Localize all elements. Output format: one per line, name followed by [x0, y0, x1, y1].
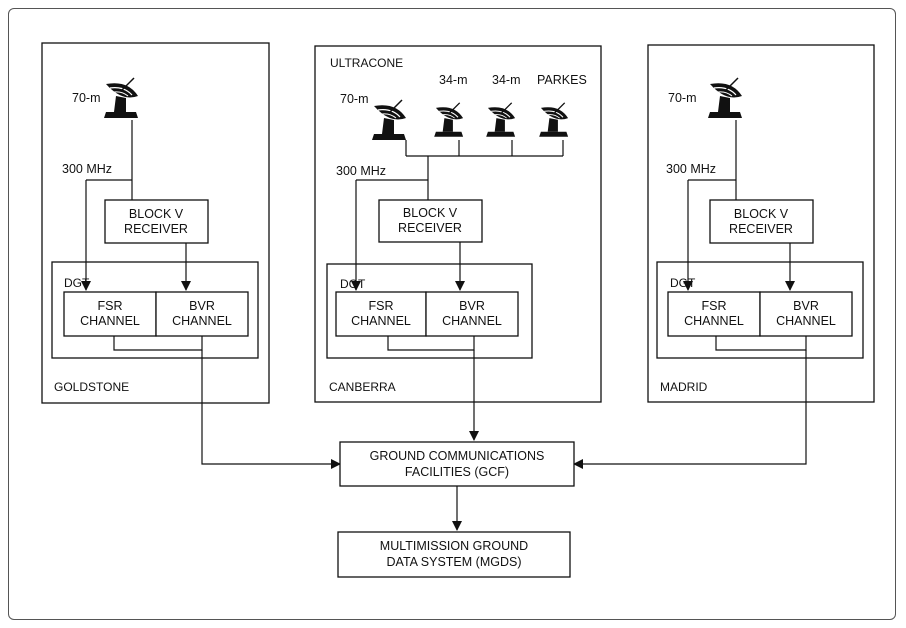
bvr-line1: BVR — [459, 299, 485, 313]
bvr-line2: CHANNEL — [776, 314, 836, 328]
receiver-line1: BLOCK V — [129, 207, 184, 221]
fsr-line1: FSR — [369, 299, 394, 313]
receiver-line1: BLOCK V — [403, 206, 458, 220]
mgds-box — [337, 531, 571, 578]
ultracone-label: ULTRACONE — [330, 56, 403, 70]
bvr-line2: CHANNEL — [172, 314, 232, 328]
dgt-label: DGT — [670, 276, 696, 290]
gcf-line1: GROUND COMMUNICATIONS — [370, 449, 545, 463]
bvr-channel — [759, 291, 853, 337]
receiver-line2: RECEIVER — [124, 222, 188, 236]
site-name: CANBERRA — [329, 380, 396, 394]
block-v-receiver — [104, 199, 209, 244]
receiver-line2: RECEIVER — [398, 221, 462, 235]
bvr-channel — [155, 291, 249, 337]
bvr-line1: BVR — [189, 299, 215, 313]
fsr-line2: CHANNEL — [684, 314, 744, 328]
fsr-channel — [335, 291, 427, 337]
antenna-label: 70-m — [668, 91, 696, 105]
antenna-label-parkes: PARKES — [537, 73, 587, 87]
outer-frame — [8, 8, 896, 620]
site-canberra: ULTRACONE 70-m 34-m 34-m PARKES 300 MHz … — [314, 45, 602, 403]
mgds-line1: MULTIMISSION GROUND — [380, 539, 528, 553]
bvr-channel — [425, 291, 519, 337]
freq-label: 300 MHz — [336, 164, 386, 178]
mgds-line2: DATA SYSTEM (MGDS) — [387, 555, 522, 569]
receiver-line1: BLOCK V — [734, 207, 789, 221]
dgt-box — [51, 261, 259, 359]
antenna-label-34m-b: 34-m — [492, 73, 520, 87]
site-name: GOLDSTONE — [54, 380, 129, 394]
freq-label: 300 MHz — [666, 162, 716, 176]
site-box — [41, 42, 270, 404]
fsr-channel — [63, 291, 157, 337]
site-goldstone: 70-m 300 MHz BLOCK V RECEIVER DGT FSR CH… — [41, 42, 270, 404]
bvr-line2: CHANNEL — [442, 314, 502, 328]
site-name: MADRID — [660, 380, 708, 394]
dgt-label: DGT — [340, 277, 366, 291]
dgt-box — [326, 263, 533, 359]
antenna-label-70m: 70-m — [340, 92, 368, 106]
receiver-line2: RECEIVER — [729, 222, 793, 236]
site-madrid: 70-m 300 MHz BLOCK V RECEIVER DGT FSR CH… — [647, 44, 875, 403]
dish-34m-icon — [485, 102, 516, 138]
freq-label: 300 MHz — [62, 162, 112, 176]
fsr-line2: CHANNEL — [80, 314, 140, 328]
gcf-box — [339, 441, 575, 487]
dish-70m-icon — [371, 99, 407, 141]
block-v-receiver — [378, 199, 483, 243]
fsr-line1: FSR — [702, 299, 727, 313]
dgt-box — [656, 261, 864, 359]
site-box — [314, 45, 602, 403]
antenna-label: 70-m — [72, 91, 100, 105]
fsr-line1: FSR — [98, 299, 123, 313]
site-box — [647, 44, 875, 403]
dgt-label: DGT — [64, 276, 90, 290]
dish-70m-icon — [707, 77, 743, 119]
dish-34m-icon — [433, 102, 464, 138]
ground-facilities: GROUND COMMUNICATIONS FACILITIES (GCF) M… — [201, 350, 807, 578]
gcf-line2: FACILITIES (GCF) — [405, 465, 509, 479]
fsr-line2: CHANNEL — [351, 314, 411, 328]
dish-70m-icon — [103, 77, 139, 119]
dish-parkes-icon — [538, 102, 569, 138]
bvr-line1: BVR — [793, 299, 819, 313]
block-v-receiver — [709, 199, 814, 244]
antenna-label-34m-a: 34-m — [439, 73, 467, 87]
